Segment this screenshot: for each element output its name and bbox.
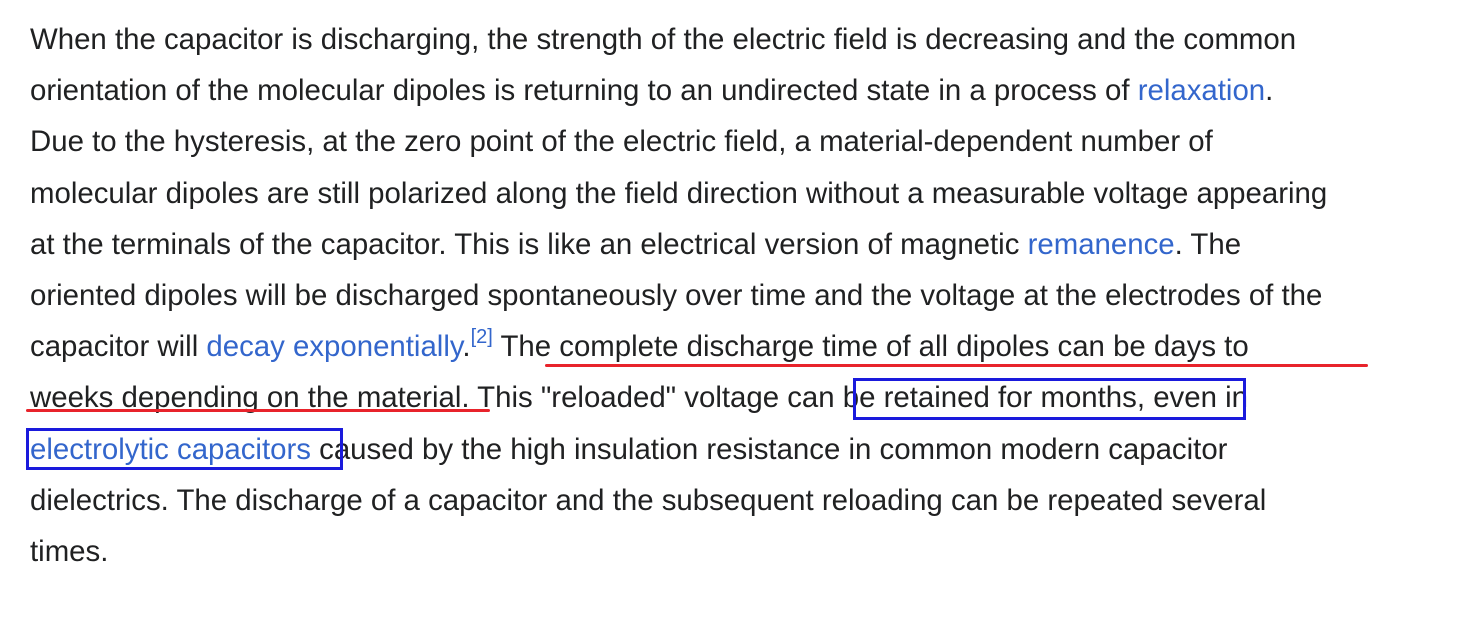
article-paragraph: When the capacitor is discharging, the s… [30, 14, 1450, 577]
link-decay-exponentially[interactable]: decay exponentially [206, 330, 463, 364]
text-segment: caused by the high insulation resistance… [310, 432, 1228, 466]
underlined-sentence-part-1: The complete discharge time of all dipol… [492, 330, 1249, 364]
text-line-10: dielectrics. The discharge of a capacito… [30, 483, 1267, 517]
underlined-sentence-part-2: weeks depending on the material [30, 381, 462, 415]
boxed-phrase-retained: can be retained for months [787, 381, 1137, 415]
text-segment: . The [1174, 227, 1242, 261]
link-relaxation[interactable]: relaxation [1137, 74, 1266, 108]
text-segment: orientation of the molecular dipoles is … [30, 74, 1138, 108]
text-segment: at the terminals of the capacitor. This … [30, 227, 1028, 261]
text-line-8: weeks depending on the material. This "r… [30, 372, 1450, 423]
red-underline-annotation-line-2 [26, 409, 490, 412]
text-line-3: Due to the hysteresis, at the zero point… [30, 125, 1213, 159]
text-segment: , even in [1136, 381, 1248, 415]
text-line-6: oriented dipoles will be discharged spon… [30, 278, 1323, 312]
text-line-1: When the capacitor is discharging, the s… [30, 23, 1297, 56]
link-electrolytic-capacitors[interactable]: electrolytic capacitors [30, 432, 311, 466]
text-line-2: orientation of the molecular dipoles is … [30, 65, 1450, 116]
text-line-9: electrolytic capacitors caused by the hi… [30, 424, 1450, 475]
text-line-4: molecular dipoles are still polarized al… [30, 176, 1328, 210]
text-line-5: at the terminals of the capacitor. This … [30, 219, 1450, 270]
citation-link-2[interactable]: [2] [470, 326, 493, 349]
text-segment: . [462, 330, 471, 364]
text-line-11: times. [30, 534, 109, 568]
red-underline-annotation-line-1 [545, 364, 1368, 367]
text-line-7: capacitor will decay exponentially.[2] T… [30, 321, 1450, 372]
text-segment: . [1265, 74, 1274, 108]
link-remanence[interactable]: remanence [1027, 227, 1175, 261]
blue-box-annotation-electrolytic [26, 428, 343, 470]
text-segment: capacitor will [30, 330, 207, 364]
text-segment: . This "reloaded" voltage [461, 381, 788, 415]
blue-box-annotation-retained [853, 378, 1246, 420]
